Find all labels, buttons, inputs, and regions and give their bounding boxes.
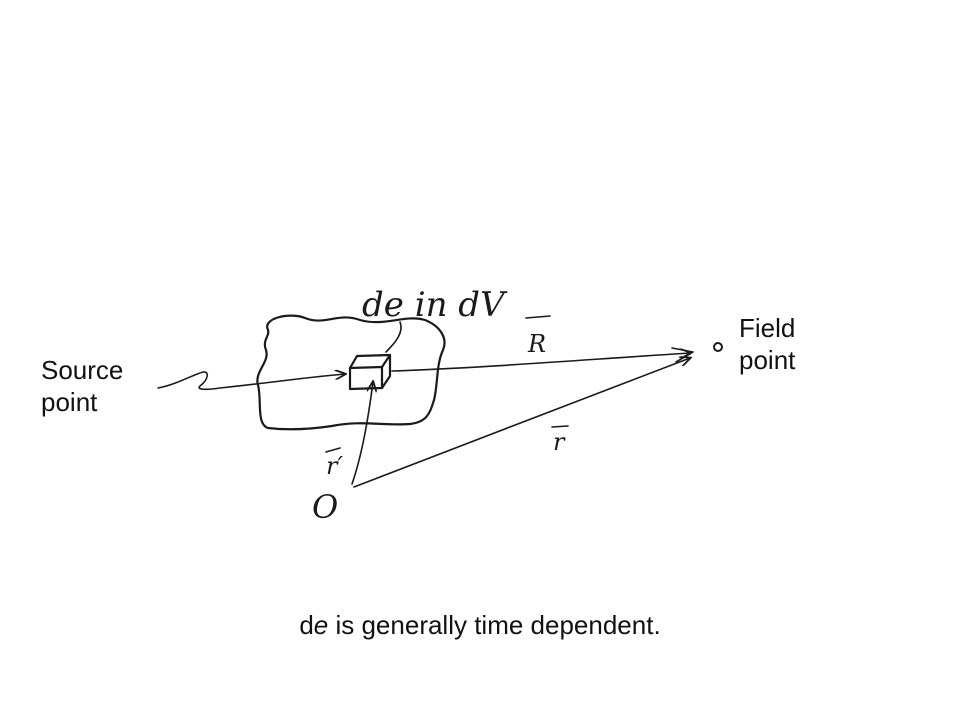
caption-prefix-italic: e <box>313 610 329 640</box>
field-point-label: Field point <box>739 312 795 376</box>
vector-r-prime-arrow <box>351 382 373 485</box>
caption-rest: is generally time dependent. <box>328 610 661 640</box>
vector-r-prime-label: r′ <box>326 452 343 480</box>
element-pointer-tick <box>385 321 402 353</box>
vector-R-label: R <box>527 330 546 358</box>
source-point-label-line2: point <box>41 387 98 417</box>
vector-r-arrow <box>353 358 690 488</box>
vector-r-overbar <box>551 425 569 428</box>
caption-prefix: de <box>299 610 329 640</box>
vector-r-prime-overbar <box>325 447 341 453</box>
vector-R-arrow <box>391 353 690 372</box>
vector-R-arrowtip-mark <box>671 347 694 363</box>
origin-label: O <box>312 488 338 526</box>
source-point-label: Source point <box>41 354 123 418</box>
field-point-label-line2: point <box>739 345 796 375</box>
element-annotation: de in dV <box>362 285 508 325</box>
caption: de is generally time dependent. <box>0 610 960 641</box>
vector-R-overbar <box>525 315 551 319</box>
source-region-blob <box>256 314 446 431</box>
field-point-dot <box>713 342 723 352</box>
field-point-label-line1: Field <box>739 313 796 343</box>
volume-element-box <box>348 353 392 391</box>
source-point-label-line1: Source <box>41 355 124 385</box>
source-squiggle-arrow <box>157 372 345 391</box>
vector-r-label: r <box>553 428 566 456</box>
